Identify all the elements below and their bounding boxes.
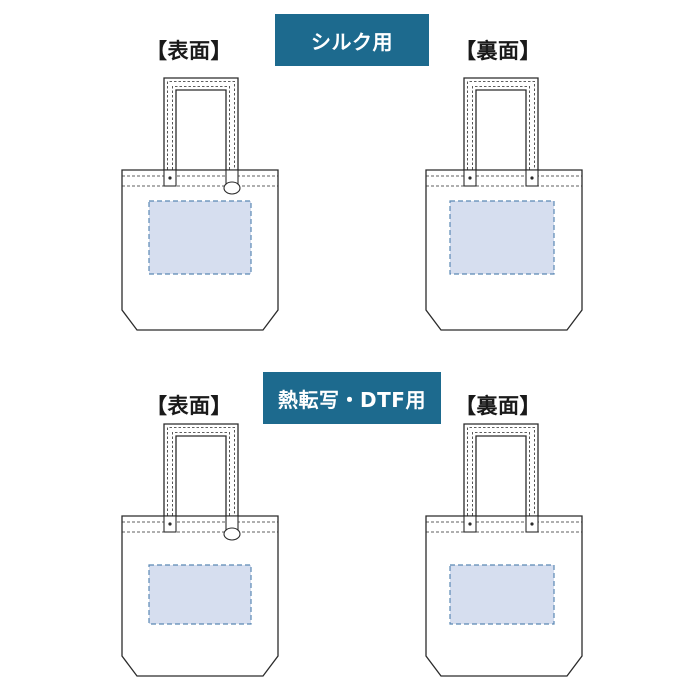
silk-badge: シルク用 — [275, 14, 429, 66]
back-label-dtf: 【裏面】 — [455, 394, 541, 418]
tote-bag-front-silk — [120, 70, 280, 340]
tote-bag-back-silk — [424, 70, 584, 340]
back-label-silk: 【裏面】 — [455, 39, 541, 63]
front-label-silk: 【表面】 — [146, 39, 232, 63]
tote-bag-front-dtf — [120, 416, 280, 686]
heat-transfer-dtf-badge: 熱転写・DTF用 — [263, 372, 441, 424]
tote-bag-back-dtf — [424, 416, 584, 686]
front-label-dtf: 【表面】 — [146, 394, 232, 418]
